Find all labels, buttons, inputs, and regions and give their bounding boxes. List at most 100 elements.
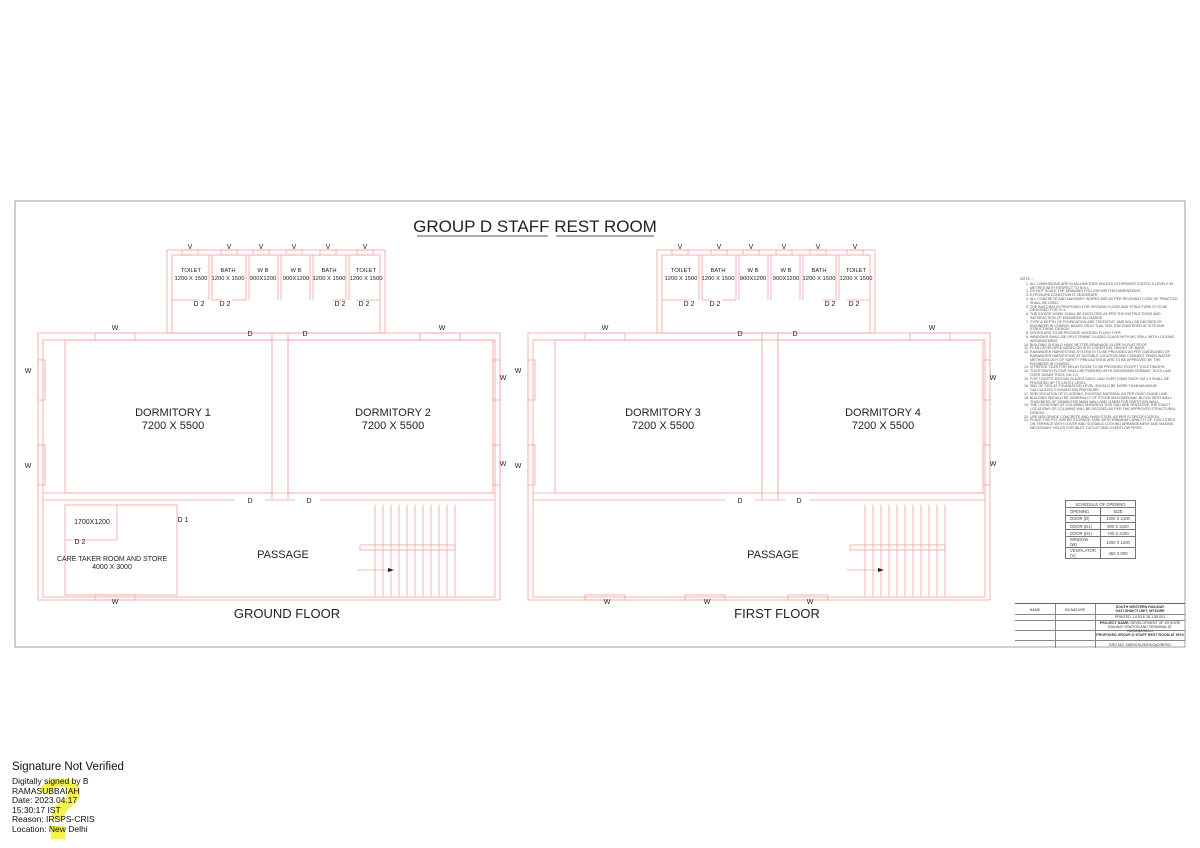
utility-room-name: BATH xyxy=(710,268,725,274)
window-mark: W xyxy=(25,368,32,375)
notes-list: ALL DIMENSIONS ARE IN MILLIMETRES UNLESS… xyxy=(1020,282,1180,431)
ventilator-mark: V xyxy=(227,244,232,251)
window-mark: W xyxy=(515,463,522,470)
room-size: 7200 X 5500 xyxy=(142,420,204,432)
printed-info: PRINTED: 14.03 & 18.1.55.001 xyxy=(1114,615,1166,619)
drawing-number: DRG NO: SWR/GSU/MYS/GpD/RR/01 xyxy=(1109,642,1171,647)
utility-room-size: 900X1200 xyxy=(283,276,309,282)
ventilator-mark: V xyxy=(782,244,787,251)
signature-line: Reason: IRSPS-CRIS xyxy=(12,814,95,824)
room-name: DORMITORY 1 xyxy=(135,407,211,419)
door-mark: D 2 xyxy=(194,301,205,308)
ventilator xyxy=(671,249,689,256)
window-mark: W xyxy=(602,325,609,332)
utility-room-size: 900X1200 xyxy=(740,276,766,282)
room-size: 7200 X 5500 xyxy=(852,420,914,432)
window xyxy=(419,332,461,341)
door-mark: D 2 xyxy=(75,539,86,546)
note-item: SPECIFICATION OF FLOORING, ROOFING MATER… xyxy=(1030,392,1180,397)
schedule-cell: DOOR (D2) xyxy=(1065,529,1101,538)
ventilator xyxy=(742,249,760,256)
window xyxy=(37,359,46,401)
schedule-cell: VENTILATOR (V) xyxy=(1065,547,1101,560)
ventilator-mark: V xyxy=(188,244,193,251)
note-item: TOILET/BATH FLOOR SHALL BE FINISHED WITH… xyxy=(1030,369,1180,378)
door-mark: D xyxy=(737,498,742,505)
note-item: FOR TOILETS 300X300 GLAZED DADO LAID OVE… xyxy=(1030,377,1180,386)
utility-room-size: 1200 X 1500 xyxy=(212,276,245,282)
ventilator-mark: V xyxy=(717,244,722,251)
caretaker-inner-size: 1700X1200 xyxy=(74,519,110,526)
note-item: THE LOCATIONS OF COLUMNS SHOWN IN THIS G… xyxy=(1030,403,1180,415)
window xyxy=(982,444,991,486)
note-item: ALL CONCRETE AND MASONRY WORKS ARE AS PE… xyxy=(1030,297,1180,306)
window-mark: W xyxy=(704,599,711,606)
utility-room-name: TOILET xyxy=(356,268,377,274)
window xyxy=(584,332,626,341)
schedule-title: SCHEDULE OF OPENING xyxy=(1065,499,1136,509)
organization: SOUTH WESTERN RAILWAY xyxy=(1115,604,1165,609)
notes-heading: NOTE :- xyxy=(1020,277,1034,281)
door-mark: D 1 xyxy=(178,517,189,524)
project-label: PROJECT NAME: xyxy=(1099,621,1130,625)
utility-room-size: 1200 X 1500 xyxy=(803,276,836,282)
ventilator-mark: V xyxy=(678,244,683,251)
door-mark: D xyxy=(247,498,252,505)
stair-direction-arrow-icon xyxy=(388,568,394,572)
utility-room-size: 900X1200 xyxy=(250,276,276,282)
utility-room-size: 1200 X 1500 xyxy=(175,276,208,282)
door-mark: D xyxy=(792,331,797,338)
window xyxy=(787,594,829,601)
utility-block-inner xyxy=(171,254,381,334)
signature-unverified-question-icon xyxy=(40,778,80,839)
note-item: BUILDING SHOULD HAVE BETTER DRAINAGE SLO… xyxy=(1030,343,1180,348)
schedule-row: DOOR (D)1200 X 2100 xyxy=(1065,514,1136,523)
utility-room-size: 900X1200 xyxy=(773,276,799,282)
utility-block-wall xyxy=(656,249,876,334)
window xyxy=(94,332,136,341)
schedule-cell: 900 X 2100 xyxy=(1100,521,1136,531)
ventilator-mark: V xyxy=(816,244,821,251)
ventilator xyxy=(809,249,827,256)
schedule-cell: 1200 X 1200 xyxy=(1100,536,1136,549)
floor-caption: FIRST FLOOR xyxy=(734,606,820,621)
title-block: NAME SIGNATURE SOUTH WESTERN RAILWAY GAT… xyxy=(1015,603,1185,648)
door-mark: D 2 xyxy=(825,301,836,308)
name-column: NAME xyxy=(1029,608,1041,612)
ventilator xyxy=(181,249,199,256)
door-mark: D 2 xyxy=(335,301,346,308)
drawing-title: GROUP D STAFF REST ROOM xyxy=(413,217,657,236)
schedule-cell: DOOR (D1) xyxy=(1065,521,1101,531)
passage-label: PASSAGE xyxy=(747,549,799,561)
signature-line: Date: 2023.04.17 xyxy=(12,795,78,805)
schedule-row: WINDOW (W)1200 X 1200 xyxy=(1065,536,1136,549)
door-mark: D xyxy=(302,331,307,338)
door-mark: D xyxy=(306,498,311,505)
window-mark: W xyxy=(500,375,507,382)
schedule-cell: 1200 X 2100 xyxy=(1100,514,1136,523)
window xyxy=(527,444,536,486)
utility-room-size: 1200 X 1500 xyxy=(665,276,698,282)
schedule-cell: DOOR (D) xyxy=(1065,514,1101,523)
schedule-row: VENTILATOR (V)450 X 600 xyxy=(1065,547,1136,560)
window-mark: W xyxy=(112,599,119,606)
caretaker-room-size: 4000 X 3000 xyxy=(92,564,132,571)
ventilator xyxy=(846,249,864,256)
note-item: USE M25 GRADE CONCRETE AND Fe500 STEEL A… xyxy=(1030,415,1180,420)
utility-room-name: TOILET xyxy=(671,268,692,274)
window xyxy=(492,444,501,486)
signature-line: Location: New Delhi xyxy=(12,823,88,834)
floor-caption: GROUND FLOOR xyxy=(234,606,340,621)
stair-landing xyxy=(849,544,946,551)
digital-signature: Signature Not Verified Digitally signed … xyxy=(12,761,162,834)
ventilator-mark: V xyxy=(363,244,368,251)
window-mark: W xyxy=(439,325,446,332)
ventilator-mark: V xyxy=(292,244,297,251)
door-mark: D 2 xyxy=(849,301,860,308)
ventilator xyxy=(710,249,728,256)
note-item: SBC OF SOIL AT FOUNDATION LEVEL SHOULD B… xyxy=(1030,385,1180,393)
